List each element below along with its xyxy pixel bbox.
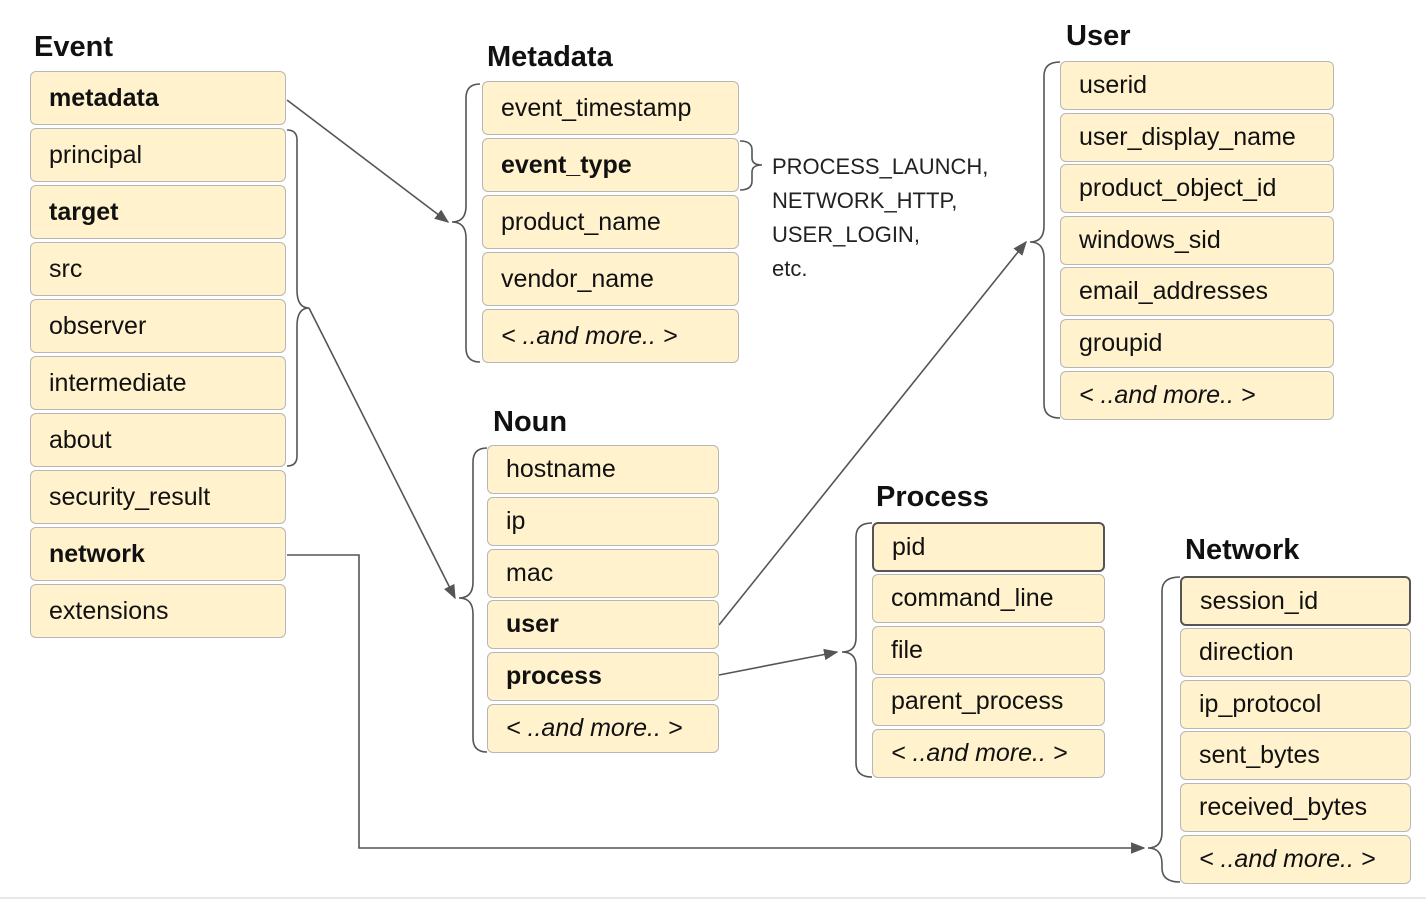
metadata-field-event-timestamp: event_timestamp <box>482 81 739 135</box>
arrow-process-to-process-group <box>718 648 839 676</box>
noun-field-mac: mac <box>487 549 719 598</box>
event-title: Event <box>34 31 113 63</box>
network-field-session-id: session_id <box>1180 576 1411 626</box>
event-field-network: network <box>30 527 286 581</box>
process-title: Process <box>876 481 989 513</box>
event-field-observer: observer <box>30 299 286 353</box>
brace-event-type <box>739 140 763 191</box>
event-field-intermediate: intermediate <box>30 356 286 410</box>
metadata-field-product-name: product_name <box>482 195 739 249</box>
event-field-src: src <box>30 242 286 296</box>
noun-field-and-more: < ..and more.. > <box>487 704 719 753</box>
event-type-example: USER_LOGIN, <box>772 222 920 247</box>
event-field-about: about <box>30 413 286 467</box>
user-title: User <box>1066 20 1131 52</box>
network-title: Network <box>1185 534 1300 566</box>
noun-field-user: user <box>487 600 719 649</box>
metadata-field-event-type: event_type <box>482 138 739 192</box>
event-field-metadata: metadata <box>30 71 286 125</box>
process-field-and-more: < ..and more.. > <box>872 729 1105 778</box>
user-field-user-display-name: user_display_name <box>1060 113 1334 162</box>
arrow-network-to-network-group <box>287 554 1146 854</box>
event-type-example: PROCESS_LAUNCH, <box>772 154 989 179</box>
network-field-and-more: < ..and more.. > <box>1180 835 1411 884</box>
network-field-sent-bytes: sent_bytes <box>1180 731 1411 780</box>
noun-field-hostname: hostname <box>487 445 719 494</box>
event-type-examples: PROCESS_LAUNCH, NETWORK_HTTP, USER_LOGIN… <box>772 150 988 286</box>
process-field-file: file <box>872 626 1105 675</box>
user-field-product-object-id: product_object_id <box>1060 164 1334 213</box>
network-field-ip-protocol: ip_protocol <box>1180 680 1411 729</box>
bottom-divider <box>0 897 1426 899</box>
bracket-user <box>1029 61 1061 419</box>
noun-field-process: process <box>487 652 719 701</box>
event-type-example: etc. <box>772 256 808 281</box>
arrow-nouns-to-noun-group <box>308 307 456 600</box>
event-field-target: target <box>30 185 286 239</box>
noun-field-ip: ip <box>487 497 719 546</box>
user-field-userid: userid <box>1060 61 1334 110</box>
event-type-example: NETWORK_HTTP, <box>772 188 958 213</box>
process-field-command-line: command_line <box>872 574 1105 623</box>
bracket-metadata <box>451 83 481 363</box>
event-field-principal: principal <box>30 128 286 182</box>
arrow-user-to-user-group <box>718 240 1027 626</box>
metadata-field-vendor-name: vendor_name <box>482 252 739 306</box>
bracket-process <box>841 522 873 778</box>
network-field-direction: direction <box>1180 628 1411 677</box>
event-field-extensions: extensions <box>30 584 286 638</box>
process-field-parent-process: parent_process <box>872 677 1105 726</box>
bracket-noun <box>458 447 488 753</box>
metadata-title: Metadata <box>487 41 613 73</box>
bracket-network <box>1147 576 1181 883</box>
metadata-field-and-more: < ..and more.. > <box>482 309 739 363</box>
event-field-security-result: security_result <box>30 470 286 524</box>
user-field-and-more: < ..and more.. > <box>1060 371 1334 420</box>
process-field-pid: pid <box>872 522 1105 572</box>
arrow-metadata-to-metadata-group <box>286 99 450 223</box>
noun-title: Noun <box>493 406 568 438</box>
user-field-windows-sid: windows_sid <box>1060 216 1334 265</box>
network-field-received-bytes: received_bytes <box>1180 783 1411 832</box>
user-field-groupid: groupid <box>1060 319 1334 368</box>
user-field-email-addresses: email_addresses <box>1060 267 1334 316</box>
bracket-noun-fields <box>286 129 310 467</box>
